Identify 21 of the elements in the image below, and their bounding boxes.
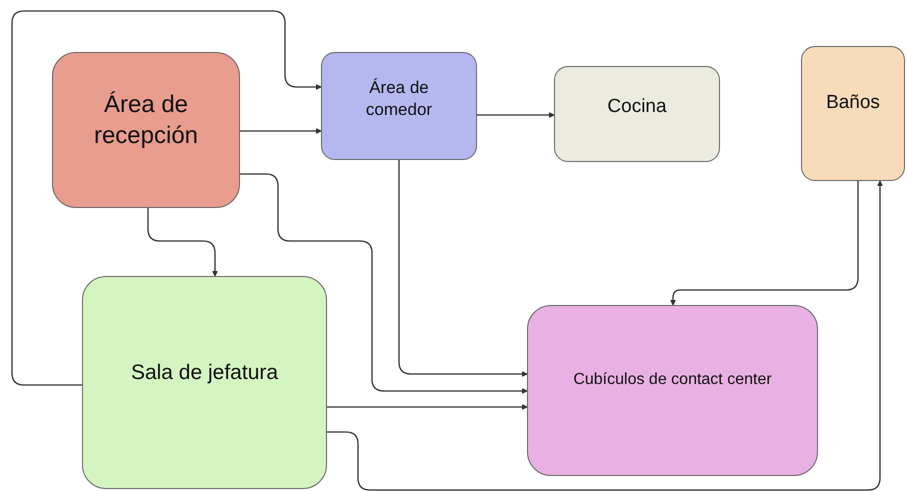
room-label: Baños (826, 91, 880, 116)
connector-arrow (11, 10, 322, 386)
connector-arrow (670, 181, 859, 306)
connector-arrow (398, 160, 528, 378)
room-box (527, 305, 818, 476)
room-label: Sala de jefatura (130, 360, 278, 386)
room-box (82, 276, 327, 489)
connector-arrow (147, 208, 218, 276)
room-box (801, 46, 905, 181)
room-box (52, 52, 240, 208)
connector-arrow (327, 404, 528, 410)
room-label: Cocina (607, 94, 667, 119)
room-box (321, 52, 477, 160)
room-box (554, 66, 720, 162)
room-label: Cubículos de contact center (573, 370, 772, 390)
connector-arrow (240, 128, 322, 134)
connector-arrow (327, 180, 884, 491)
connector-arrow (240, 173, 528, 394)
room-label: Área de recepción (92, 90, 200, 151)
connector-arrow (477, 112, 554, 118)
room-label: Área de comedor (364, 76, 434, 121)
